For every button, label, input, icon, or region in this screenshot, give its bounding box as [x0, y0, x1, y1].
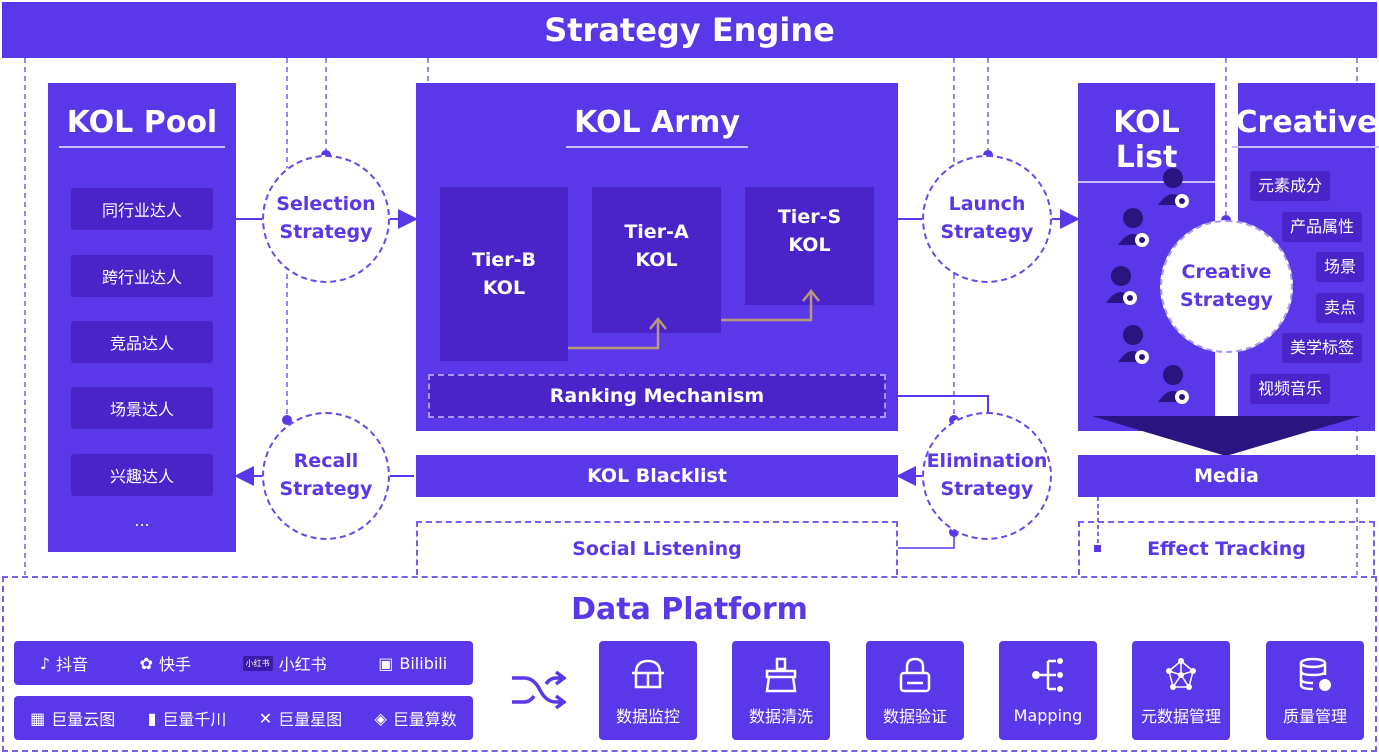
elimination-strategy[interactable]: Elimination Strategy: [922, 412, 1052, 540]
platform-juliang-qianchuan[interactable]: ▮巨量千川: [147, 708, 227, 730]
lock-icon: [899, 657, 931, 693]
tier-upgrade-arrows: [568, 288, 820, 350]
kol-army-title: KOL Army: [566, 105, 748, 148]
data-platform-title: Data Platform: [571, 591, 808, 627]
selection-strategy[interactable]: Selection Strategy: [262, 155, 390, 283]
metadata-icon: [1166, 658, 1196, 690]
monitor-icon: [632, 659, 664, 689]
kol-pool-item[interactable]: 场景达人: [71, 387, 213, 429]
creative-tag[interactable]: 元素成分: [1250, 171, 1331, 201]
juliang-xingtu-icon: ✕: [258, 708, 273, 728]
tier-a-kol[interactable]: Tier-A KOL: [592, 187, 721, 333]
kol-pool-title: KOL Pool: [58, 105, 226, 148]
tier-s-kol[interactable]: Tier-S KOL: [745, 187, 874, 305]
database-icon: [1299, 657, 1331, 691]
kol-pool-more: ...: [134, 510, 150, 530]
tool-mapping[interactable]: Mapping: [999, 641, 1097, 740]
data-platform-panel: [2, 576, 1377, 752]
kol-pool-item[interactable]: 兴趣达人: [71, 454, 213, 496]
platform-juliang-yuntu[interactable]: ▦巨量云图: [30, 708, 116, 730]
media-bar[interactable]: Media: [1078, 455, 1375, 497]
recall-strategy[interactable]: Recall Strategy: [262, 412, 390, 540]
kol-list-title: KOL List: [1078, 105, 1215, 183]
bilibili-icon: ▣: [378, 653, 394, 673]
clean-icon: [765, 657, 797, 693]
creative-tag[interactable]: 视频音乐: [1250, 374, 1331, 404]
creative-tag[interactable]: 产品属性: [1282, 212, 1363, 242]
kol-blacklist[interactable]: KOL Blacklist: [416, 455, 898, 497]
platform-juliang-suanshu[interactable]: ◈巨量算数: [374, 708, 457, 730]
kuaishou-icon: ✿: [139, 653, 154, 673]
shuffle-icon: [512, 670, 566, 710]
juliang-platforms-row: ▦巨量云图 ▮巨量千川 ✕巨量星图 ◈巨量算数: [14, 696, 473, 740]
tool-data-clean[interactable]: 数据清洗: [732, 641, 830, 740]
kol-army-panel: KOL Army Tier-B KOL Tier-A KOL Tier-S KO…: [416, 83, 898, 431]
juliang-yuntu-icon: ▦: [30, 708, 46, 728]
platform-xiaohongshu[interactable]: 小红书小红书: [242, 651, 327, 675]
kol-pool-item[interactable]: 竞品达人: [71, 321, 213, 363]
launch-strategy[interactable]: Launch Strategy: [922, 155, 1052, 283]
kol-pool-item[interactable]: 同行业达人: [71, 188, 213, 230]
creative-tag[interactable]: 美学标签: [1282, 333, 1363, 363]
xiaohongshu-icon: 小红书: [242, 655, 273, 671]
tool-quality[interactable]: 质量管理: [1266, 641, 1364, 740]
creative-title: Creative: [1231, 105, 1379, 148]
media-funnel-triangle: [1092, 416, 1361, 456]
creative-panel: Creative 元素成分 产品属性 场景 卖点 美学标签 视频音乐: [1231, 83, 1379, 431]
creative-strategy[interactable]: Creative Strategy: [1160, 220, 1293, 353]
kol-avatars: [1106, 168, 1189, 404]
platform-douyin[interactable]: ♪抖音: [39, 653, 89, 675]
douyin-icon: ♪: [39, 653, 51, 673]
tool-data-monitor[interactable]: 数据监控: [599, 641, 697, 740]
ranking-mechanism[interactable]: Ranking Mechanism: [428, 374, 886, 418]
kol-pool-panel: KOL Pool 同行业达人 跨行业达人 竞品达人 场景达人 兴趣达人 ...: [48, 83, 236, 552]
social-platforms-row: ♪抖音 ✿快手 小红书小红书 ▣Bilibili: [14, 641, 473, 685]
kol-pool-item[interactable]: 跨行业达人: [71, 255, 213, 297]
juliang-suanshu-icon: ◈: [374, 708, 387, 728]
creative-tag[interactable]: 场景: [1316, 252, 1365, 282]
tool-metadata[interactable]: 元数据管理: [1132, 641, 1230, 740]
platform-bilibili[interactable]: ▣Bilibili: [378, 653, 448, 673]
effect-tracking[interactable]: Effect Tracking: [1078, 521, 1375, 575]
tool-data-verify[interactable]: 数据验证: [866, 641, 964, 740]
creative-tag[interactable]: 卖点: [1316, 293, 1365, 323]
platform-juliang-xingtu[interactable]: ✕巨量星图: [258, 708, 343, 730]
juliang-qianchuan-icon: ▮: [147, 708, 157, 728]
strategy-engine-header: Strategy Engine: [2, 2, 1377, 58]
tier-b-kol[interactable]: Tier-B KOL: [440, 187, 568, 361]
mapping-icon: [1032, 658, 1063, 692]
social-listening[interactable]: Social Listening: [416, 521, 898, 575]
platform-kuaishou[interactable]: ✿快手: [139, 653, 192, 675]
